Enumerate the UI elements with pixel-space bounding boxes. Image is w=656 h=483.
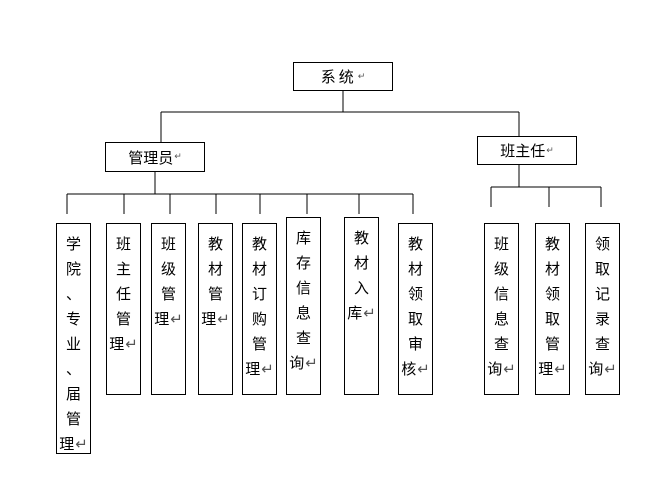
leaf-char: 教 [207,235,223,253]
root-node: 系统↵ [293,62,393,91]
leaf-char: 取 [594,260,610,278]
leaf-char: 级 [493,260,509,278]
leaf-node: 教材领取审核↵ [398,223,433,395]
leaf-char: 入 [353,279,369,297]
return-mark: ↵ [417,360,430,378]
leaf-char: 管 [115,310,131,328]
leaf-char: 取 [544,310,560,328]
leaf-char: 专 [65,310,81,328]
leaf-char: 查 [493,335,509,353]
return-mark: ↵ [261,360,274,378]
leaf-char: 理↵ [538,360,567,378]
leaf-char: 教 [544,235,560,253]
leaf-node: 学院、专业、届管理↵ [56,223,91,454]
return-mark: ↵ [174,152,182,162]
leaf-node: 领取记录查询↵ [585,223,620,395]
leaf-char: 材 [251,260,267,278]
leaf-char: 管 [544,335,560,353]
leaf-char: 取 [407,310,423,328]
leaf-char: 教 [353,229,369,247]
leaf-char: 院 [65,260,81,278]
return-mark: ↵ [363,304,376,322]
leaf-char: 、 [65,360,81,378]
leaf-node: 教材入库↵ [344,217,379,395]
leaf-char: 主 [115,260,131,278]
leaf-char: 管 [251,335,267,353]
admin-label: 管理员 [128,148,174,167]
leaf-char: 级 [160,260,176,278]
leaf-char: 管 [207,285,223,303]
leaf-char: 领 [407,285,423,303]
leaf-node: 库存信息查询↵ [286,217,321,395]
leaf-char: 班 [160,235,176,253]
return-mark: ↵ [503,360,516,378]
return-mark: ↵ [546,145,554,156]
return-mark: ↵ [305,354,318,372]
leaf-char: 购 [251,310,267,328]
leaf-char: 材 [407,260,423,278]
leaf-char: 查 [594,335,610,353]
return-mark: ↵ [125,335,138,353]
leaf-char: 审 [407,335,423,353]
admin-node: 管理员↵ [105,142,205,172]
leaf-char: 材 [207,260,223,278]
leaf-char: 管 [160,285,176,303]
leaf-char: 存 [295,254,311,272]
leaf-char: 届 [65,385,81,403]
leaf-char: 查 [295,329,311,347]
return-mark: ↵ [604,360,617,378]
leaf-char: 核↵ [401,360,430,378]
leaf-char: 、 [65,285,81,303]
leaf-char: 信 [493,285,509,303]
leaf-char: 材 [544,260,560,278]
leaf-node: 教材管理↵ [198,223,233,395]
leaf-char: 教 [251,235,267,253]
head-teacher-label: 班主任 [500,142,546,160]
leaf-char: 录 [594,310,610,328]
leaf-char: 领 [544,285,560,303]
leaf-char: 领 [594,235,610,253]
leaf-char: 班 [115,235,131,253]
leaf-node: 班级管理↵ [151,223,186,395]
leaf-char: 理↵ [109,335,138,353]
leaf-char: 询↵ [487,360,516,378]
leaf-char: 息 [295,304,311,322]
leaf-char: 理↵ [59,435,88,453]
leaf-char: 库 [295,229,311,247]
leaf-char: 理↵ [245,360,274,378]
return-mark: ↵ [170,310,183,328]
return-mark: ↵ [554,360,567,378]
leaf-char: 业 [65,335,81,353]
leaf-node: 教材订购管理↵ [242,223,277,395]
root-label: 系统 [320,68,357,86]
head-teacher-node: 班主任↵ [477,136,577,165]
leaf-char: 班 [493,235,509,253]
leaf-node: 教材领取管理↵ [535,223,570,395]
leaf-char: 学 [65,235,81,253]
leaf-node: 班主任管理↵ [106,223,141,395]
return-mark: ↵ [357,71,366,82]
leaf-char: 询↵ [588,360,617,378]
leaf-char: 询↵ [289,354,318,372]
leaf-char: 息 [493,310,509,328]
leaf-node: 班级信息查询↵ [484,223,519,395]
leaf-char: 管 [65,410,81,428]
leaf-char: 理↵ [154,310,183,328]
leaf-char: 理↵ [201,310,230,328]
leaf-char: 库↵ [347,304,376,322]
return-mark: ↵ [217,310,230,328]
return-mark: ↵ [75,435,88,453]
leaf-char: 教 [407,235,423,253]
leaf-char: 信 [295,279,311,297]
leaf-char: 任 [115,285,131,303]
leaf-char: 材 [353,254,369,272]
leaf-char: 订 [251,285,267,303]
leaf-char: 记 [594,285,610,303]
